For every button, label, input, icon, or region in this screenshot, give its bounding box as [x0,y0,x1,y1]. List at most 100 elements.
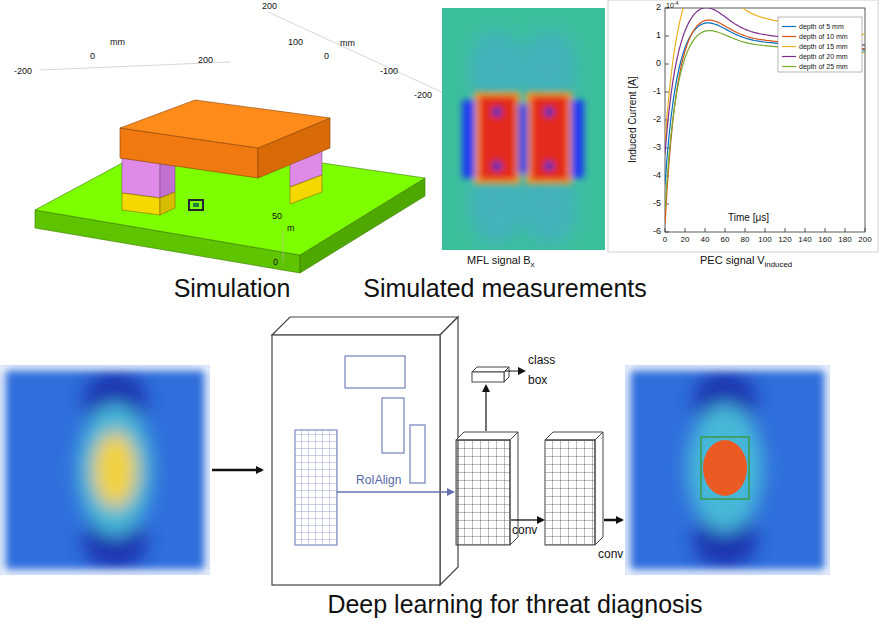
class-box-head [472,367,509,382]
drawn-shape [625,365,830,575]
drawn-shape [504,367,509,382]
text-label: mm [340,38,355,48]
text-group: 180 [838,235,851,244]
text-label: mm [110,37,125,47]
drawn-shape [703,440,747,496]
text-label: induced [765,260,793,269]
text-group: 2 [656,2,661,12]
drawn-shape [0,365,210,575]
text-label: V [757,254,764,266]
drawn-shape [518,104,528,174]
legend-sample [782,56,796,57]
roi-feature [456,432,518,545]
text-group: m [287,223,295,233]
legend-text: depth of 10 mm [799,33,848,40]
roialign-arrow [337,491,453,492]
head-arrow [485,386,486,431]
text-group: 20 [681,235,690,244]
drawn-shape [272,317,458,335]
text-group: 160 [818,235,831,244]
drawn-shape [544,161,554,171]
drawn-shape [595,432,603,545]
text-label: class [528,353,555,367]
axis-tick [665,232,669,233]
drawn-shape [122,158,160,198]
drawn-shape [608,0,878,252]
axis-tick [845,228,846,232]
text-group: 120 [778,235,791,244]
drawn-shape [93,432,137,508]
text-group: 60 [721,235,730,244]
text-group: Induced Current [A] [626,77,638,164]
legend-entry: depth of 20 mm [799,52,848,61]
text-label: RoIAlign [356,473,401,487]
simulation-model [35,12,448,273]
text-group: 100 [288,37,303,47]
text-label: box [528,373,547,387]
drawn-shape [625,365,830,575]
text-group: mm [110,37,125,47]
drawn-shape [456,432,518,440]
input-heatmap [0,365,210,575]
signal-curve [665,8,865,154]
drawn-shape [120,100,330,148]
text-label: -1 [653,86,661,96]
text-label: 120 [778,235,791,244]
text-group: box [528,374,547,388]
drawn-shape [665,8,865,232]
drawn-shape [492,161,502,171]
text-label: -6 [653,226,661,236]
drawn-shape [665,8,865,224]
drawn-shape [571,100,584,178]
text-label: 2 [656,2,661,12]
axis-tick [765,228,766,232]
legend-entry: depth of 10 mm [799,32,848,41]
text-label: 200 [198,55,213,65]
text-label: 0 [324,51,329,61]
legend-entry: depth of 25 mm [799,62,848,71]
text-group: mm [340,38,355,48]
feature-map [272,317,458,585]
axis-tick [805,228,806,232]
text-group: -5 [653,198,661,208]
drawn-shape [122,193,160,215]
drawn-shape [492,107,502,117]
text-label: B [523,254,530,266]
drawn-shape [345,356,405,388]
text-group: 1 [656,30,661,40]
conv-arrow [604,519,622,522]
text-label: 0 [90,51,95,61]
text-label: -4 [674,0,679,6]
signal-curve [665,8,865,142]
mfl-heatmap [442,8,605,250]
text-group: 0 [324,51,329,61]
axis-tick [685,228,686,232]
text-group: 0 [656,58,661,68]
text-label: MFL signal [467,254,520,266]
drawn-shape [782,27,796,67]
text-label: 140 [798,235,811,244]
text-group: conv [512,524,537,538]
text-group: -1 [653,86,661,96]
drawn-shape [456,440,510,545]
text-label: 180 [838,235,851,244]
text-group: 100 [758,235,771,244]
drawn-shape [272,335,440,585]
text-label: 200 [858,235,871,244]
text-group: RoIAlign [356,474,401,488]
text-label: x [530,260,534,269]
drawn-shape [442,8,605,250]
text-label: 0 [273,257,278,267]
text-group: 80 [741,235,750,244]
axis-tick [865,228,866,232]
drawn-shape [295,430,337,545]
axis-tick [705,228,706,232]
text-group: -200 [414,90,432,100]
axis-tick [825,228,826,232]
text-group: PEC signalVinduced [700,254,792,269]
text-group: 0 [663,235,667,244]
drawn-shape [440,317,458,585]
text-group: 10-4 [666,0,678,10]
